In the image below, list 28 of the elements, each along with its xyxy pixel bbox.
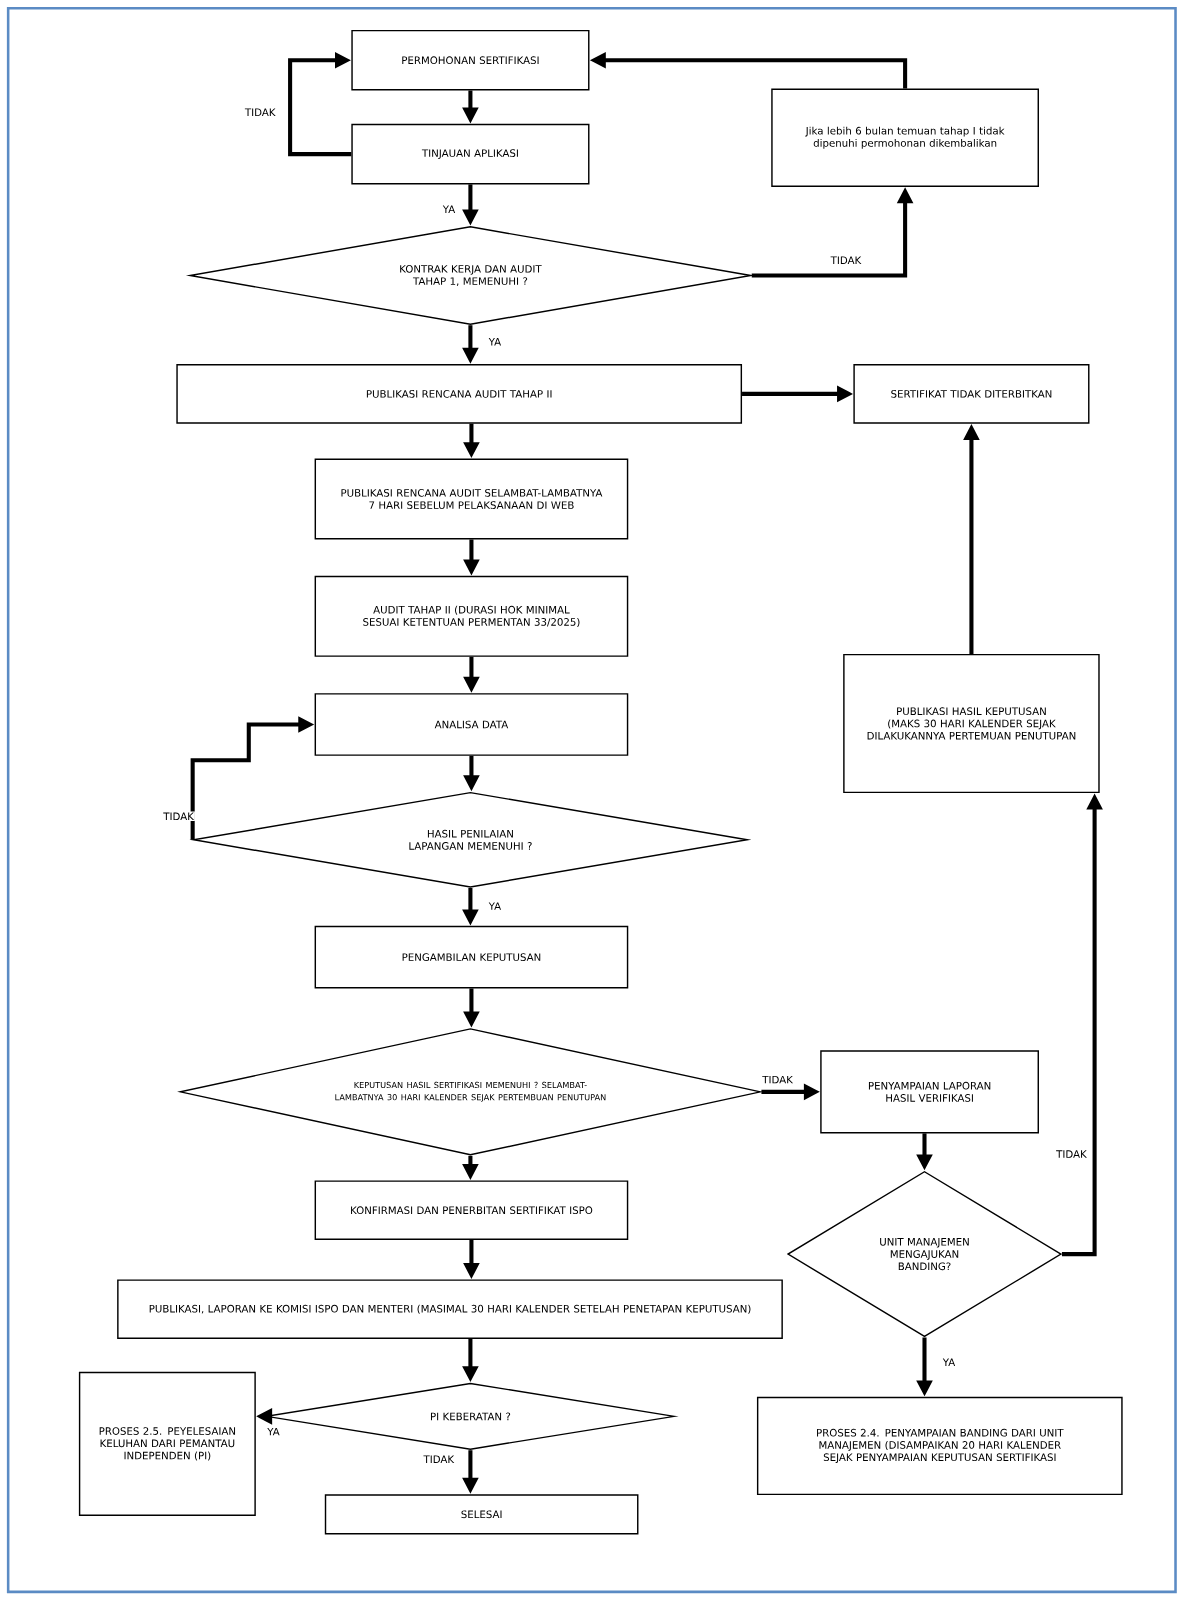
edge-label: TIDAK <box>162 811 196 822</box>
edge-label: TIDAK <box>829 255 863 265</box>
edge-label: YA <box>487 901 503 911</box>
edge-label: YA <box>487 337 503 347</box>
edge-label: TIDAK <box>422 1454 456 1464</box>
edge-label: YA <box>441 204 457 214</box>
process-box: PUBLIKASI RENCANA AUDIT TAHAP II <box>176 364 743 424</box>
edge-label: TIDAK <box>1055 1149 1088 1159</box>
process-box: PERMOHONAN SERTIFIKASI <box>351 29 590 91</box>
edge-label: TIDAK <box>761 1074 795 1085</box>
process-box: KONFIRMASI DAN PENERBITAN SERTIFIKAT ISPO <box>314 1180 629 1240</box>
process-box: TINJAUAN APLIKASI <box>351 123 590 185</box>
edge-label: YA <box>941 1357 957 1367</box>
process-box: PROSES 2.4. PENYAMPAIAN BANDING DARI UNIT MANAJEMEN (DISAMPAIKAN 20 HARI KALENDER SEJAK PENYAMPAIAN KEPUTUSAN SERTIFIKASI <box>757 1396 1123 1496</box>
process-box: SELESAI <box>324 1494 639 1535</box>
edge-label: YA <box>266 1426 281 1437</box>
process-box: PENYAMPAIAN LAPORAN HASIL VERIFIKASI <box>820 1050 1040 1134</box>
process-box: ANALISA DATA <box>314 693 629 756</box>
process-box: PROSES 2.5. PEYELESAIAN KELUHAN DARI PEMANTAU INDEPENDEN (PI) <box>79 1371 256 1517</box>
process-box: PUBLIKASI RENCANA AUDIT SELAMBAT-LAMBATNYA 7 HARI SEBELUM PELAKSANAAN DI WEB <box>314 458 629 540</box>
arrow <box>288 51 352 157</box>
edge-label: TIDAK <box>244 107 277 117</box>
process-box: Jika lebih 6 bulan temuan tahap I tidak dipenuhi permohonan dikembalikan <box>771 88 1040 187</box>
process-box: PUBLIKASI HASIL KEPUTUSAN (MAKS 30 HARI KALENDER SEJAK DILAKUKANNYA PERTEMUAN PENUTUPAN <box>843 653 1100 794</box>
process-box: AUDIT TAHAP II (DURASI HOK MINIMAL SESUAI KETENTUAN PERMENTAN 33/2025) <box>314 575 629 657</box>
process-box: PENGAMBILAN KEPUTUSAN <box>314 925 629 989</box>
process-box: SERTIFIKAT TIDAK DITERBITKAN <box>853 364 1090 424</box>
process-box: PUBLIKASI, LAPORAN KE KOMISI ISPO DAN MENTERI (MASIMAL 30 HARI KALENDER SETELAH PENETAPAN KEPUTUSAN) <box>117 1279 783 1339</box>
